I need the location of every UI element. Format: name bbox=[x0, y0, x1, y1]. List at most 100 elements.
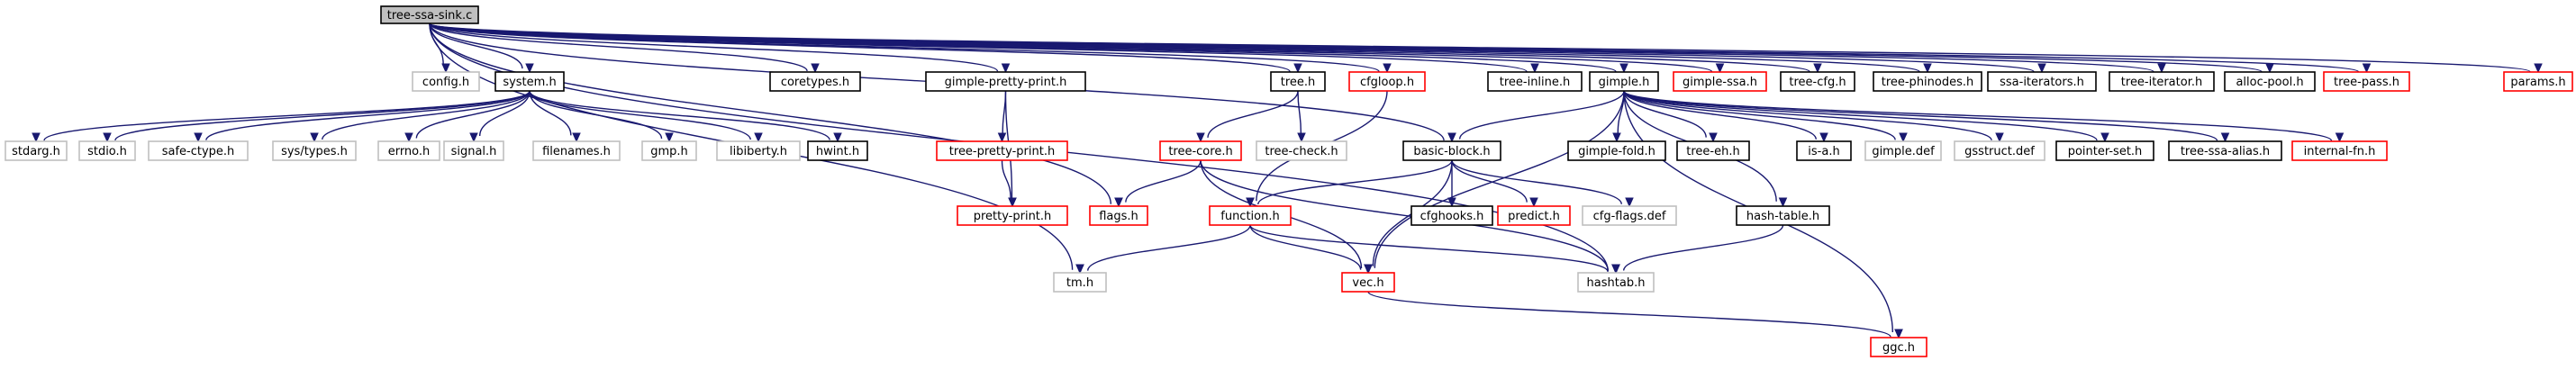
edge-gimple-h-to-tree-eh-h bbox=[1623, 90, 1718, 143]
node-box bbox=[1348, 71, 1426, 92]
node-box bbox=[1053, 272, 1107, 293]
node-box bbox=[769, 71, 861, 92]
node-box bbox=[380, 5, 479, 24]
node-box bbox=[532, 140, 621, 161]
edge-arrowhead bbox=[1813, 63, 1822, 74]
node-tree-pass-h[interactable]: tree-pass.h bbox=[2323, 71, 2410, 92]
node-tree-core-h[interactable]: tree-core.h bbox=[1159, 140, 1242, 161]
edge-line bbox=[114, 90, 531, 141]
node-params-h[interactable]: params.h bbox=[2503, 71, 2573, 92]
node-gimple-pretty-print-h[interactable]: gimple-pretty-print.h bbox=[925, 71, 1086, 92]
node-label: tree-pass.h bbox=[2334, 76, 2399, 89]
node-cfghooks-h[interactable]: cfghooks.h bbox=[1410, 205, 1493, 226]
edge-basic-block-h-to-predict-h bbox=[1451, 159, 1538, 208]
node-label: stdio.h bbox=[87, 145, 127, 158]
node-label: pretty-print.h bbox=[974, 210, 1052, 223]
node-box bbox=[1736, 205, 1830, 226]
node-label: gimple.h bbox=[1599, 76, 1650, 89]
node-errno-h: errno.h bbox=[377, 140, 440, 161]
node-label: vec.h bbox=[1352, 276, 1383, 290]
node-tree-eh-h[interactable]: tree-eh.h bbox=[1676, 140, 1750, 161]
edge-line bbox=[1458, 90, 1625, 140]
node-vec-h[interactable]: vec.h bbox=[1341, 272, 1395, 293]
node-signal-h: signal.h bbox=[443, 140, 504, 161]
node-pointer-set-h[interactable]: pointer-set.h bbox=[2055, 140, 2154, 161]
edge-line bbox=[1374, 90, 1625, 268]
node-tree-cfg-h[interactable]: tree-cfg.h bbox=[1780, 71, 1855, 92]
edge-arrowhead bbox=[2100, 132, 2109, 143]
edge-line bbox=[1623, 90, 1707, 138]
node-box bbox=[1410, 205, 1493, 226]
node-flags-h[interactable]: flags.h bbox=[1089, 205, 1148, 226]
node-gimple-h[interactable]: gimple.h bbox=[1589, 71, 1659, 92]
node-tree-ssa-alias-h[interactable]: tree-ssa-alias.h bbox=[2168, 140, 2282, 161]
edge-tree-ssa-sink-c-to-gimple-pretty-print-h bbox=[429, 23, 1011, 74]
node-box bbox=[377, 140, 440, 161]
node-tree-h[interactable]: tree.h bbox=[1270, 71, 1326, 92]
edge-line bbox=[529, 90, 572, 136]
node-label: hwint.h bbox=[816, 145, 859, 158]
node-hashtab-h: hashtab.h bbox=[1577, 272, 1655, 293]
node-label: tree.h bbox=[1281, 76, 1316, 89]
node-label: gmp.h bbox=[650, 145, 688, 158]
node-coretypes-h[interactable]: coretypes.h bbox=[769, 71, 861, 92]
node-tree-pretty-print-h[interactable]: tree-pretty-print.h bbox=[936, 140, 1068, 161]
node-label: internal-fn.h bbox=[2304, 145, 2376, 158]
node-label: gimple-fold.h bbox=[1578, 145, 1655, 158]
node-gimple-fold-h[interactable]: gimple-fold.h bbox=[1567, 140, 1666, 161]
node-label: ggc.h bbox=[1882, 341, 1915, 355]
node-predict-h[interactable]: predict.h bbox=[1497, 205, 1571, 226]
node-box bbox=[1987, 71, 2097, 92]
edge-line bbox=[1367, 291, 1891, 338]
node-system-h[interactable]: system.h bbox=[494, 71, 565, 92]
node-tree-inline-h[interactable]: tree-inline.h bbox=[1487, 71, 1583, 92]
node-hwint-h[interactable]: hwint.h bbox=[807, 140, 868, 161]
node-label: gimple.def bbox=[1872, 145, 1935, 158]
node-box bbox=[2109, 71, 2215, 92]
node-label: stdarg.h bbox=[12, 145, 60, 158]
node-label: sys/types.h bbox=[281, 145, 348, 158]
node-tree-phinodes-h[interactable]: tree-phinodes.h bbox=[1873, 71, 1982, 92]
node-box bbox=[1676, 140, 1750, 161]
node-alloc-pool-h[interactable]: alloc-pool.h bbox=[2224, 71, 2316, 92]
node-is-a-h[interactable]: is-a.h bbox=[1796, 140, 1852, 161]
node-hash-table-h[interactable]: hash-table.h bbox=[1736, 205, 1830, 226]
node-gimple-ssa-h[interactable]: gimple-ssa.h bbox=[1673, 71, 1767, 92]
node-box bbox=[1673, 71, 1767, 92]
edge-gimple-h-to-basic-block-h bbox=[1447, 90, 1625, 143]
edge-line bbox=[429, 23, 523, 69]
node-label: ssa-iterators.h bbox=[2000, 76, 2084, 89]
node-label: tree-cfg.h bbox=[1789, 76, 1846, 89]
edge-arrowhead bbox=[441, 63, 450, 74]
edge-vec-h-to-ggc-h bbox=[1367, 291, 1903, 339]
node-box bbox=[1577, 272, 1655, 293]
node-ssa-iterators-h[interactable]: ssa-iterators.h bbox=[1987, 71, 2097, 92]
edge-arrowhead bbox=[997, 132, 1007, 143]
node-tree-iterator-h[interactable]: tree-iterator.h bbox=[2109, 71, 2215, 92]
node-box bbox=[1402, 140, 1501, 161]
node-pretty-print-h[interactable]: pretty-print.h bbox=[957, 205, 1068, 226]
node-cfgloop-h[interactable]: cfgloop.h bbox=[1348, 71, 1426, 92]
node-box bbox=[1567, 140, 1666, 161]
node-internal-fn-h[interactable]: internal-fn.h bbox=[2291, 140, 2388, 161]
node-box bbox=[1864, 140, 1942, 161]
edge-system-h-to-errno-h bbox=[404, 90, 531, 143]
edge-line bbox=[1257, 159, 1453, 205]
edge-line bbox=[205, 90, 531, 140]
edge-gimple-pretty-print-h-to-tree-pretty-print-h bbox=[997, 90, 1007, 143]
edge-arrowhead bbox=[1778, 197, 1788, 208]
edge-tree-core-h-to-flags-h bbox=[1114, 159, 1202, 208]
node-label: hash-table.h bbox=[1746, 210, 1819, 223]
node-tree-ssa-sink-c[interactable]: tree-ssa-sink.c bbox=[380, 5, 479, 24]
edge-arrowhead bbox=[2220, 132, 2230, 143]
edge-arrowhead bbox=[2335, 132, 2345, 143]
edge-arrowhead bbox=[1899, 132, 1908, 143]
edge-arrowhead bbox=[1075, 264, 1084, 275]
edge-line bbox=[429, 23, 1920, 73]
node-box bbox=[5, 140, 68, 161]
node-ggc-h[interactable]: ggc.h bbox=[1870, 337, 1927, 357]
edge-line bbox=[1451, 159, 1622, 204]
node-function-h[interactable]: function.h bbox=[1209, 205, 1292, 226]
node-basic-block-h[interactable]: basic-block.h bbox=[1402, 140, 1501, 161]
edge-basic-block-h-to-cfg-flags-def bbox=[1451, 159, 1634, 208]
